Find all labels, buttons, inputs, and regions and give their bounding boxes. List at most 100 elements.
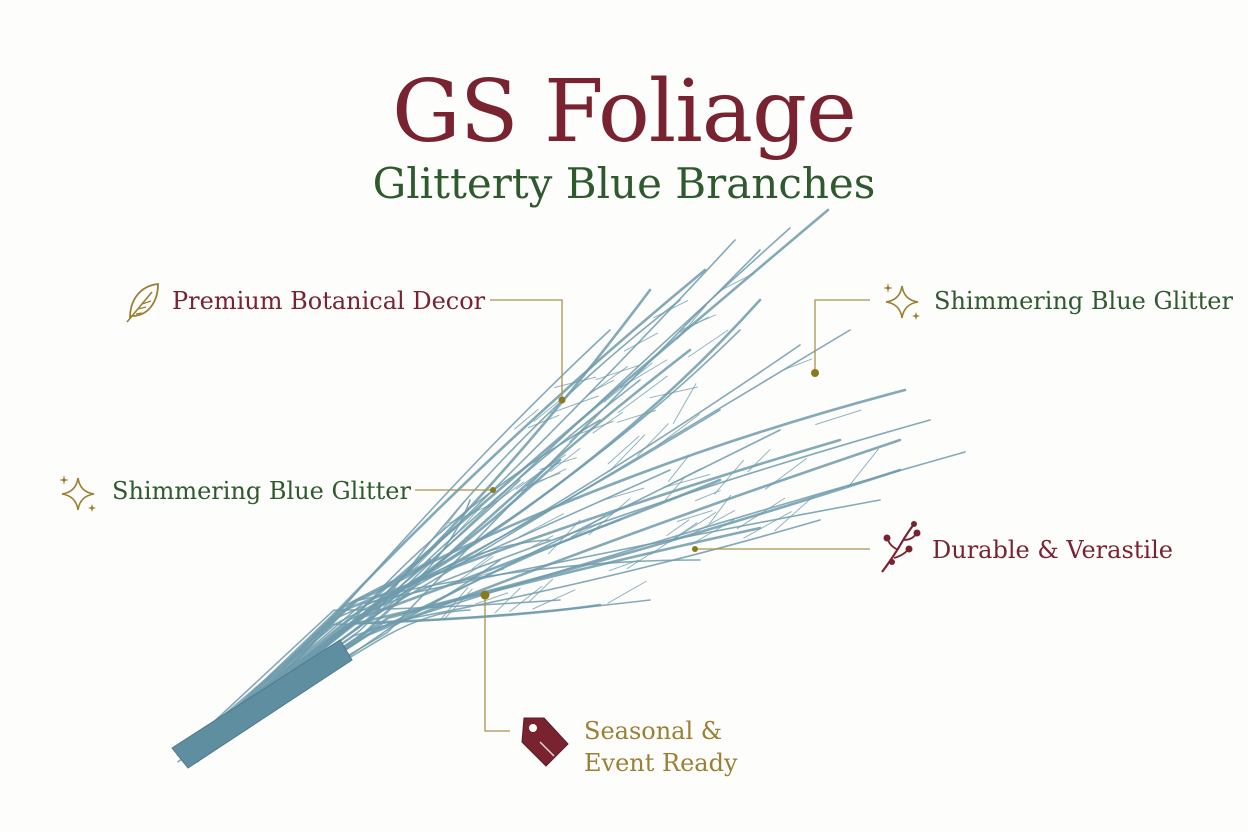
branch-stem bbox=[187, 429, 781, 753]
branch-stem bbox=[191, 388, 907, 762]
branch-stem bbox=[186, 499, 881, 755]
berry-sprig-icon bbox=[881, 521, 921, 573]
branch-twig bbox=[736, 497, 786, 530]
branch-twig bbox=[623, 332, 659, 352]
branch-twig bbox=[720, 272, 755, 291]
branch-twig bbox=[531, 535, 554, 548]
branch-stem bbox=[180, 539, 551, 749]
branch-twig bbox=[679, 316, 709, 333]
branch-twig bbox=[664, 475, 686, 501]
branch-twig bbox=[533, 400, 559, 422]
branch-stem bbox=[187, 519, 821, 763]
branch-stem bbox=[191, 329, 611, 754]
branch-twig bbox=[494, 587, 521, 614]
branch-twig bbox=[608, 559, 640, 572]
brand-title: GS Foliage bbox=[392, 62, 857, 162]
leader-line-seasonal bbox=[484, 595, 510, 732]
leader-line-glitter-right bbox=[814, 299, 870, 372]
branch-twig bbox=[440, 587, 469, 620]
callout-dot-premium bbox=[558, 396, 566, 404]
branch-twig bbox=[747, 449, 771, 473]
product-subtitle: Glitterty Blue Branches bbox=[372, 159, 876, 208]
branch-twig bbox=[668, 511, 717, 543]
branch-twig bbox=[450, 556, 494, 587]
branch-twig bbox=[815, 409, 862, 426]
branch-twig bbox=[550, 448, 581, 472]
branch-twig bbox=[774, 495, 815, 532]
sparkle-icon bbox=[883, 283, 920, 320]
branch-twig bbox=[616, 409, 657, 423]
branch-twig bbox=[714, 459, 744, 495]
branch-twig bbox=[458, 568, 505, 583]
branch-twig bbox=[657, 413, 700, 446]
callout-dot-seasonal bbox=[480, 590, 490, 600]
callout-seasonal-event-ready-line1: Seasonal & bbox=[584, 717, 723, 745]
branch-bundle-base bbox=[171, 639, 353, 769]
callout-premium-botanical-decor: Premium Botanical Decor bbox=[172, 287, 486, 315]
callout-dot-glitter-left bbox=[490, 487, 496, 493]
branch-twig bbox=[689, 519, 735, 546]
callout-dot-glitter-right bbox=[811, 369, 819, 377]
branch-twig bbox=[517, 468, 567, 493]
branch-twig bbox=[607, 580, 647, 604]
callout-seasonal-event-ready-line2: Event Ready bbox=[584, 749, 738, 777]
branch-twig bbox=[650, 522, 698, 555]
branch-twig bbox=[550, 395, 599, 414]
branch-twig bbox=[570, 519, 608, 538]
branch-twig bbox=[414, 528, 453, 569]
branch-twig bbox=[475, 592, 509, 605]
branch-twig bbox=[595, 365, 639, 381]
branch-stem bbox=[180, 329, 741, 749]
branch-stem bbox=[179, 409, 721, 754]
branch-twig bbox=[688, 329, 729, 358]
branch-stem bbox=[181, 438, 902, 758]
branch-twig bbox=[847, 448, 879, 488]
branch-twig bbox=[600, 487, 645, 502]
branch-twig bbox=[617, 375, 668, 413]
branch-twig bbox=[676, 510, 713, 523]
callout-shimmering-blue-glitter-right: Shimmering Blue Glitter bbox=[934, 287, 1233, 315]
branch-twig bbox=[608, 434, 646, 473]
branch-twig bbox=[677, 304, 707, 340]
branch-twig bbox=[626, 552, 653, 570]
branch-twig bbox=[764, 458, 807, 490]
branch-stem bbox=[178, 559, 701, 754]
branch-twig bbox=[603, 362, 653, 403]
branch-twig bbox=[668, 454, 690, 482]
branch-twig bbox=[569, 413, 597, 443]
branch-twig bbox=[666, 519, 690, 537]
callout-dot-durable bbox=[692, 546, 698, 552]
price-tag-icon bbox=[521, 717, 569, 767]
branch-twig bbox=[743, 511, 792, 539]
branch-twig bbox=[783, 358, 813, 371]
branch-twig bbox=[444, 588, 473, 619]
branch-twig bbox=[528, 578, 554, 602]
branch-twig bbox=[487, 481, 525, 509]
branch-twig bbox=[471, 549, 499, 570]
branch-twig bbox=[532, 589, 576, 610]
branch-twig bbox=[637, 423, 669, 457]
branch-twig bbox=[519, 513, 564, 538]
branch-twig bbox=[592, 411, 624, 434]
branch-stem bbox=[193, 438, 842, 760]
branch-twig bbox=[570, 515, 606, 538]
branch-stem bbox=[188, 419, 931, 750]
leader-line-premium bbox=[490, 299, 563, 400]
branch-twig bbox=[439, 500, 465, 534]
branch-twig bbox=[509, 585, 543, 613]
branch-twig bbox=[663, 473, 711, 489]
branch-stem bbox=[179, 609, 471, 759]
callout-shimmering-blue-glitter-left: Shimmering Blue Glitter bbox=[112, 477, 411, 505]
branch-twig bbox=[694, 490, 721, 502]
branch-twig bbox=[514, 408, 539, 430]
branch-stem bbox=[180, 478, 722, 761]
callout-durable-versatile: Durable & Verastile bbox=[932, 536, 1173, 564]
sparkle-icon bbox=[59, 475, 96, 512]
branch-stem bbox=[194, 603, 602, 752]
branch-twig bbox=[607, 435, 640, 465]
branch-twig bbox=[672, 383, 697, 424]
branch-stem bbox=[177, 559, 501, 763]
branch-twig bbox=[548, 519, 581, 555]
